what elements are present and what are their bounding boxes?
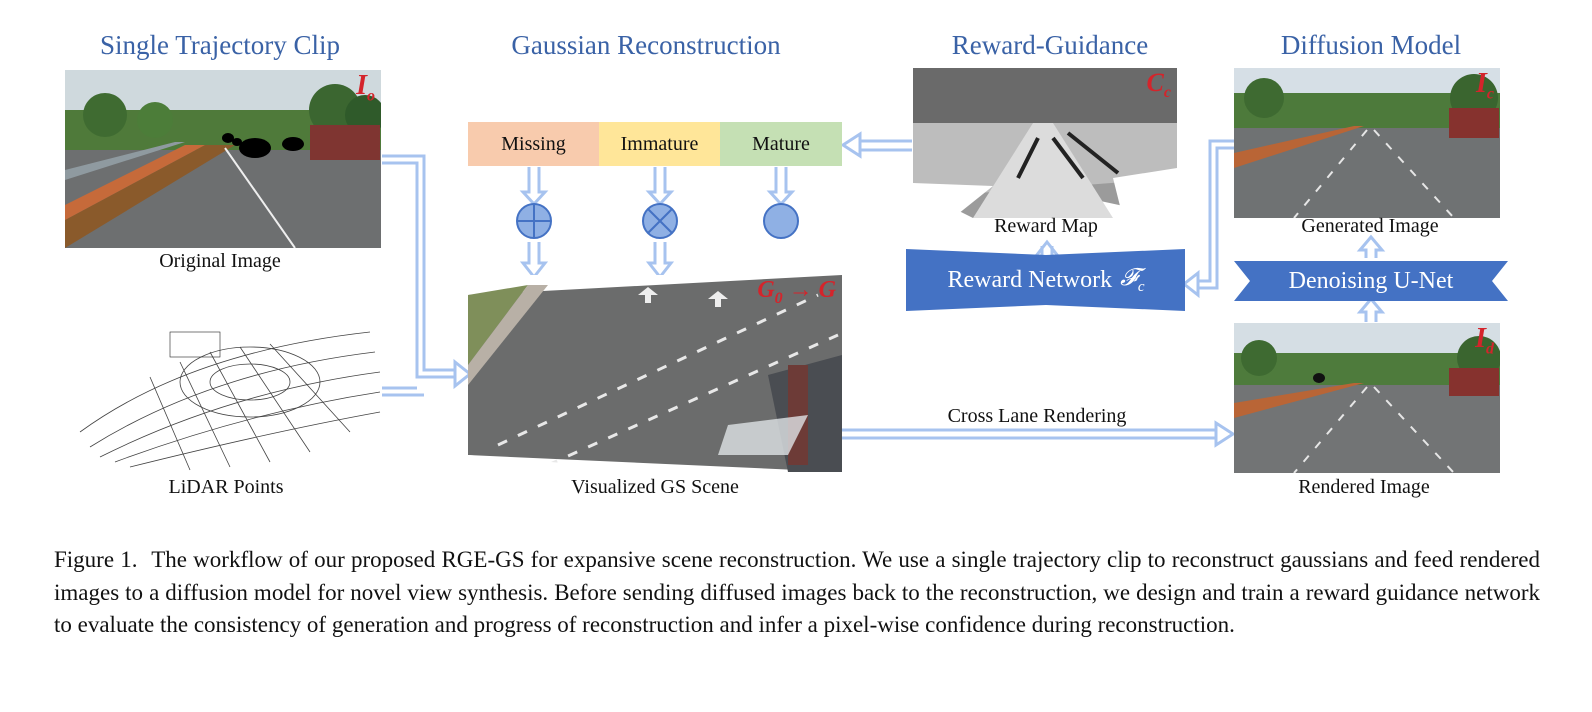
reward-network: Reward Network 𝓕c bbox=[906, 247, 1186, 313]
section-title-single-trajectory: Single Trajectory Clip bbox=[99, 30, 341, 60]
keep-operator-icon bbox=[763, 203, 799, 239]
rendered-image-caption: Rendered Image bbox=[1298, 476, 1430, 498]
lidar-points-caption: LiDAR Points bbox=[168, 476, 284, 498]
section-title-gaussian-reconstruction: Gaussian Reconstruction bbox=[511, 30, 781, 60]
denoising-unet: Denoising U-Net bbox=[1288, 267, 1454, 294]
reward-network-symbol: 𝓕c bbox=[1120, 264, 1145, 295]
section-title-diffusion-model: Diffusion Model bbox=[1280, 30, 1462, 60]
original-image: Io bbox=[65, 70, 381, 248]
generated-image-caption: Generated Image bbox=[1301, 215, 1439, 237]
reward-map-badge: Cc bbox=[1146, 68, 1171, 102]
original-image-caption: Original Image bbox=[159, 250, 281, 272]
add-operator-icon bbox=[516, 203, 552, 239]
figure-caption: Figure 1. The workflow of our proposed R… bbox=[54, 544, 1540, 642]
reward-network-shape bbox=[906, 249, 1185, 311]
generated-image-badge: Ic bbox=[1475, 68, 1494, 103]
generated-image: Ic bbox=[1234, 68, 1500, 218]
reward-network-label: Reward Network bbox=[947, 266, 1113, 293]
reward-map-image: Cc bbox=[913, 68, 1177, 218]
gs-scene-image: G0 → G bbox=[468, 275, 842, 472]
stage-immature: Immature bbox=[599, 122, 720, 166]
operator-circles bbox=[516, 203, 799, 239]
figure-caption-text: The workflow of our proposed RGE-GS for … bbox=[54, 547, 1540, 637]
multiply-operator-icon bbox=[642, 203, 678, 239]
stage-missing: Missing bbox=[468, 122, 599, 166]
denoising-unet-shape bbox=[1234, 261, 1508, 301]
cross-lane-label: Cross Lane Rendering bbox=[947, 405, 1127, 427]
stage-mature: Mature bbox=[720, 122, 842, 166]
figure-caption-label: Figure 1. bbox=[54, 547, 138, 572]
section-title-reward-guidance: Reward-Guidance bbox=[951, 30, 1149, 60]
rendered-image: Id bbox=[1234, 323, 1500, 473]
rendered-image-badge: Id bbox=[1475, 323, 1494, 358]
gs-scene-badge: G0 → G bbox=[757, 277, 836, 307]
reward-map-caption: Reward Map bbox=[994, 215, 1098, 237]
original-image-badge: Io bbox=[356, 70, 375, 105]
gs-scene-caption: Visualized GS Scene bbox=[571, 476, 739, 498]
lidar-points-image bbox=[70, 312, 382, 472]
